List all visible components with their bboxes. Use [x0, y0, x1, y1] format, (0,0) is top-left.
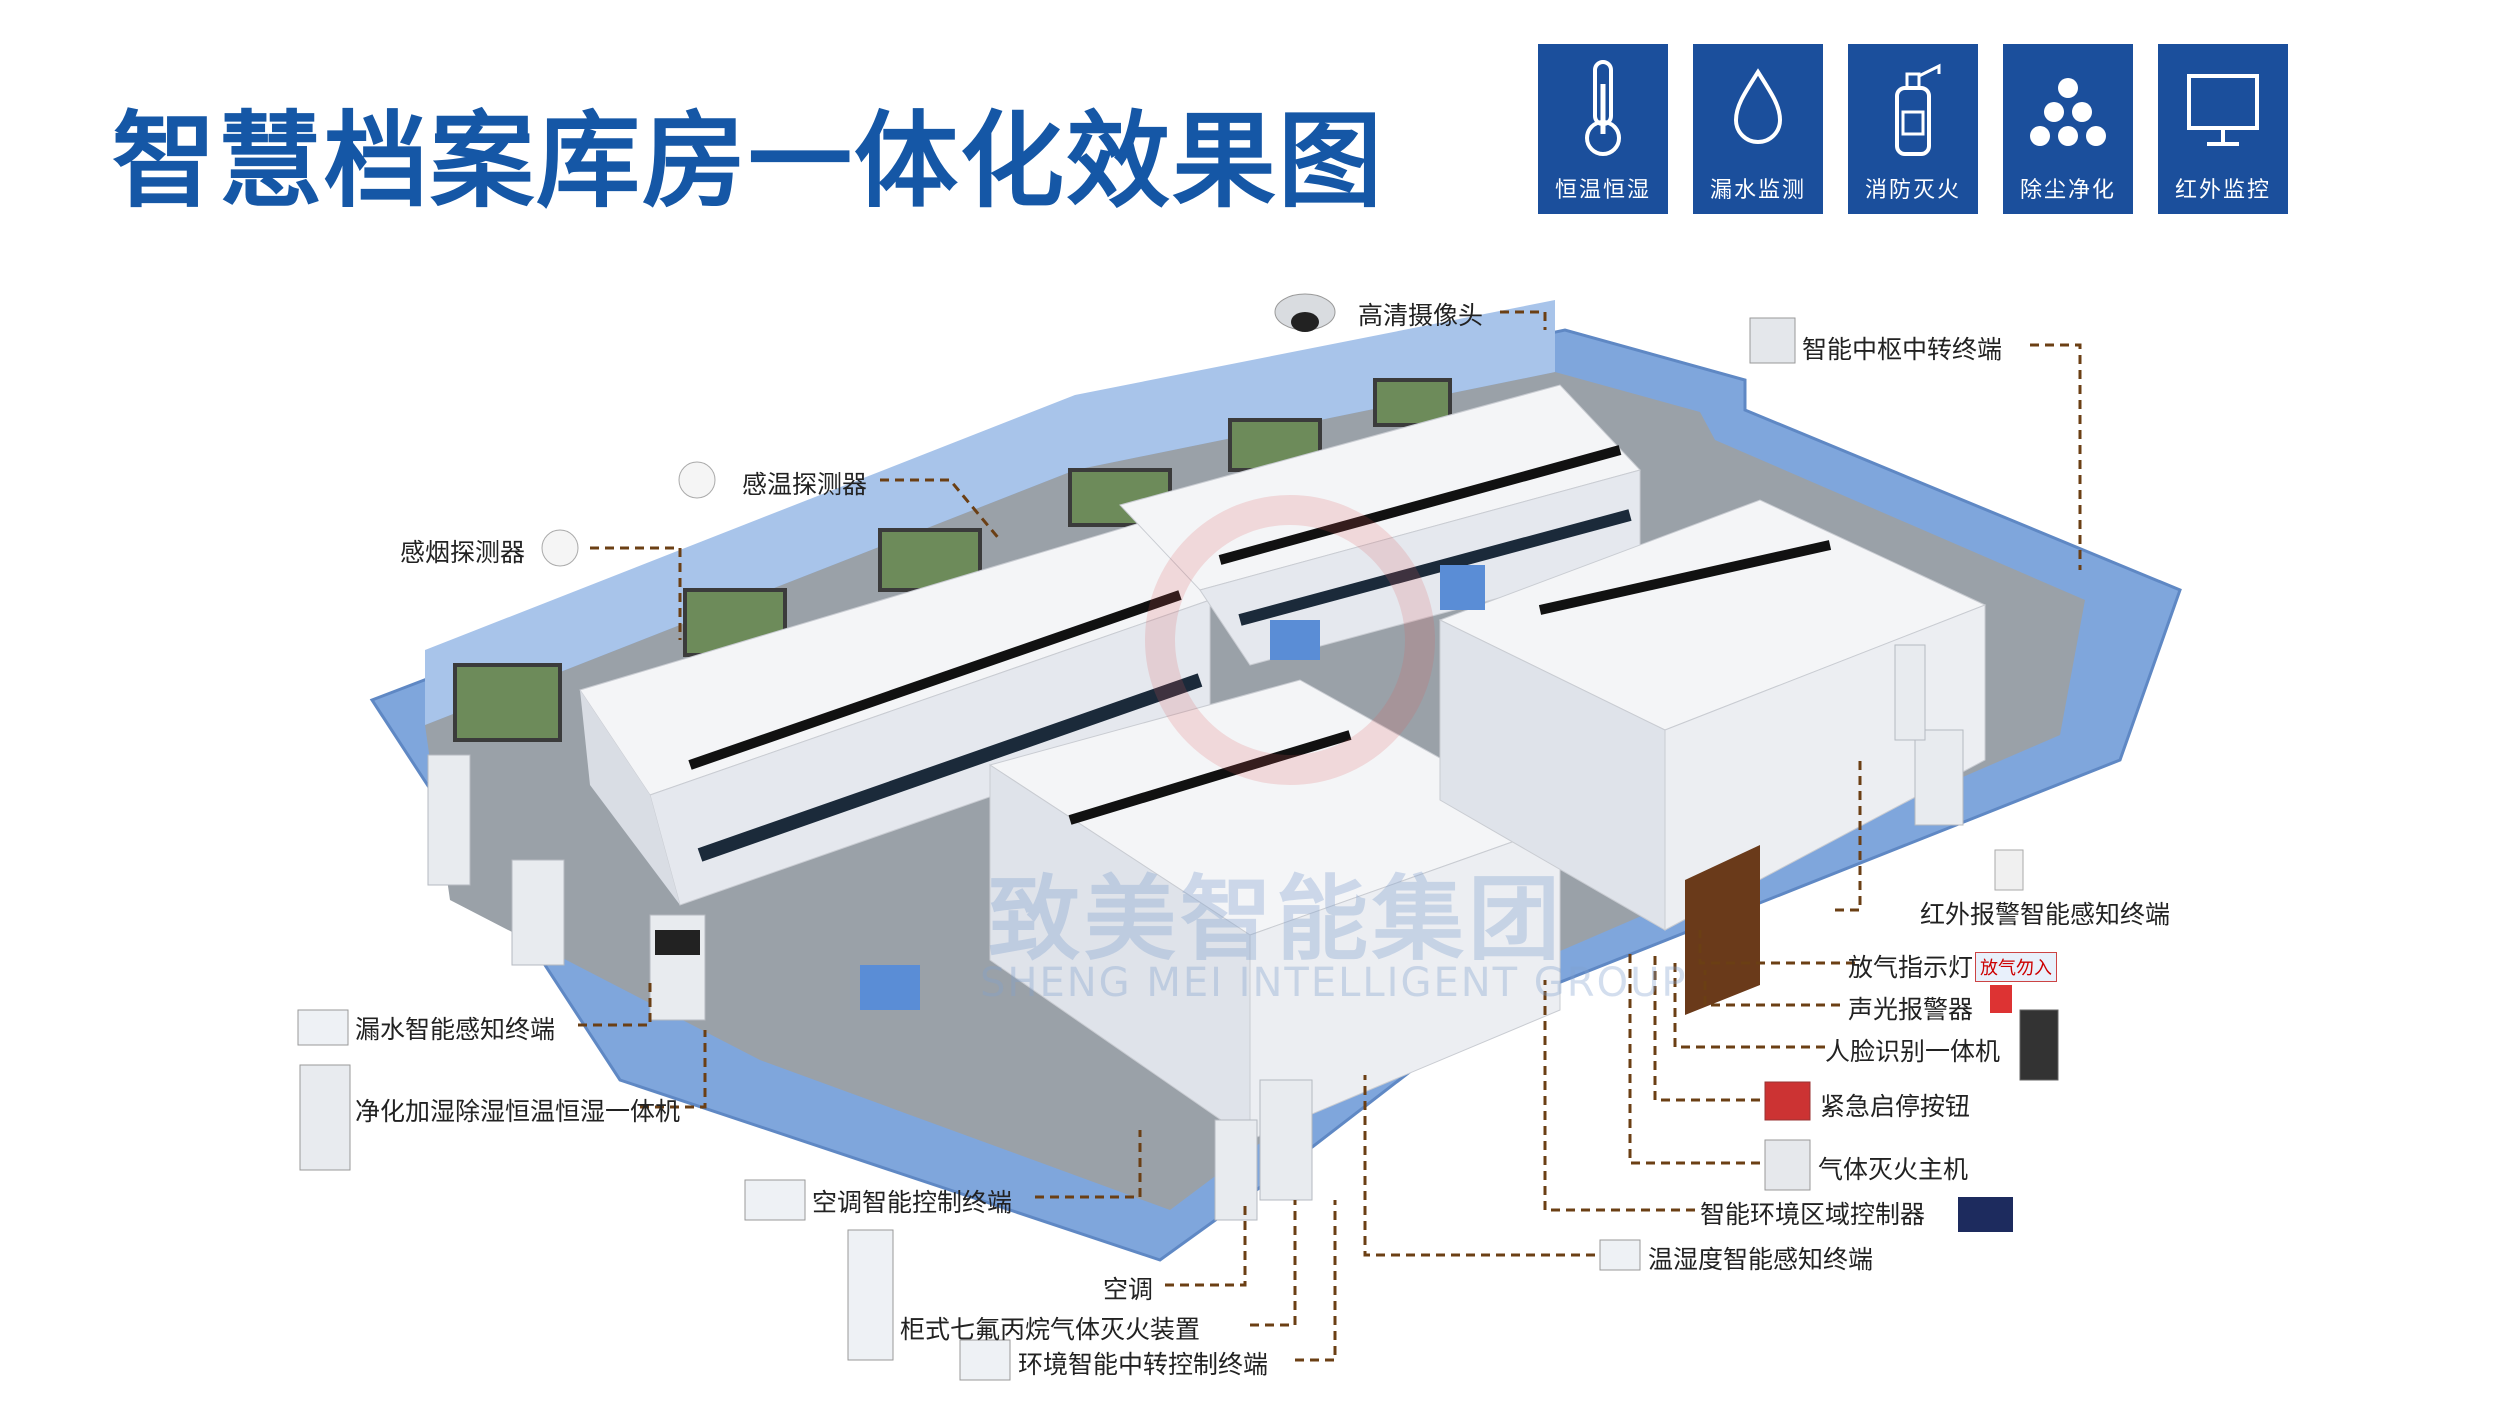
watermark-logo [1145, 495, 1435, 785]
ac-unit [427, 754, 471, 886]
water-drop-icon [1733, 68, 1783, 144]
gas-host-thumbnail [1764, 1139, 1811, 1191]
sound-light-alarm-thumbnail [1990, 985, 2012, 1013]
callout-ac: 空调 [1103, 1275, 1154, 1304]
callout-ac-controller: 空调智能控制终端 [812, 1188, 1013, 1217]
callout-emergency-button: 紧急启停按钮 [1820, 1092, 1971, 1121]
heat-detector-thumbnail [678, 461, 716, 499]
callout-gas-host: 气体灭火主机 [1818, 1155, 1969, 1184]
watermark-subtext: SHENG MEI INTELLIGENT GROUP [980, 960, 1688, 1006]
cabinet-unit [511, 859, 565, 966]
callout-area-controller: 智能环境区域控制器 [1700, 1200, 1926, 1229]
ac-controller-thumbnail [744, 1179, 806, 1221]
feature-label: 恒温恒湿 [1554, 178, 1651, 203]
callout-heat-detector: 感温探测器 [742, 470, 868, 499]
cabinet-fire-thumbnail [847, 1229, 894, 1361]
callout-temp-humidity: 温湿度智能感知终端 [1648, 1245, 1874, 1274]
feature-label: 消防灭火 [1864, 178, 1961, 203]
feature-tile-leak: 漏水监测 [1693, 44, 1823, 214]
leak-sensor-thumbnail [297, 1009, 349, 1046]
feature-tile-dust: 除尘净化 [2003, 44, 2133, 214]
callout-infrared-alarm: 红外报警智能感知终端 [1920, 900, 2171, 929]
back-wall [425, 300, 1555, 725]
area-controller-thumbnail [1958, 1197, 2013, 1232]
floor-unit [860, 965, 920, 1010]
leader-lines [578, 310, 2082, 1362]
callout-sound-light-alarm: 声光报警器 [1848, 995, 1974, 1024]
shelving-block-3 [988, 679, 1562, 1141]
watermark-text: 致美智能集团 [988, 866, 1565, 973]
feature-tile-infrared: 红外监控 [2158, 44, 2288, 214]
callout-gas-release-light: 放气指示灯 [1848, 953, 1974, 982]
dust-particles-icon [2030, 78, 2106, 146]
floor-unit [1440, 565, 1485, 610]
temp-humidity-thumbnail [1599, 1239, 1641, 1271]
smoke-detector-thumbnail [541, 529, 579, 567]
purifier-display [655, 930, 700, 955]
feature-label: 漏水监测 [1709, 178, 1806, 203]
callout-env-relay: 环境智能中转控制终端 [1018, 1350, 1269, 1379]
cabinet-unit [1214, 1119, 1258, 1221]
env-relay-thumbnail [959, 1339, 1011, 1381]
ac-unit [1894, 644, 1926, 741]
feature-tile-temperature: 恒温恒湿 [1538, 44, 1668, 214]
callout-camera: 高清摄像头 [1358, 301, 1484, 330]
face-recognition-thumbnail [2019, 1009, 2059, 1081]
monitor-icon [2187, 74, 2259, 146]
callout-cabinet-fire: 柜式七氟丙烷气体灭火装置 [900, 1315, 1201, 1344]
floor-unit [1270, 620, 1320, 660]
purifier-unit [1914, 729, 1964, 826]
emergency-button-thumbnail [1764, 1081, 1811, 1121]
camera-thumbnail [1274, 293, 1336, 332]
purifier-thumbnail [299, 1064, 351, 1171]
thermometer-icon [1585, 60, 1621, 156]
callout-central-relay: 智能中枢中转终端 [1802, 335, 2003, 364]
shelving-block-2 [1119, 384, 1641, 666]
feature-label: 红外监控 [2174, 178, 2271, 203]
callout-smoke-detector: 感烟探测器 [400, 538, 526, 567]
callout-face-recognition: 人脸识别一体机 [1825, 1037, 2001, 1066]
ac-unit [1259, 1079, 1313, 1201]
fire-extinguisher-icon [1895, 63, 1941, 156]
no-entry-warning-sign: 放气勿入 [1975, 952, 2057, 982]
shelving-block-1 [579, 519, 1211, 906]
feature-label: 除尘净化 [2019, 178, 2116, 203]
callout-leak-sensor: 漏水智能感知终端 [355, 1015, 556, 1044]
windows [453, 378, 1452, 742]
page-title: 智慧档案库房一体化效果图 [112, 100, 1385, 222]
infrared-sensor-thumbnail [1994, 849, 2024, 891]
central-relay-thumbnail [1749, 317, 1796, 364]
callout-purifier: 净化加湿除湿恒温恒湿一体机 [355, 1097, 681, 1126]
feature-tile-fire: 消防灭火 [1848, 44, 1978, 214]
